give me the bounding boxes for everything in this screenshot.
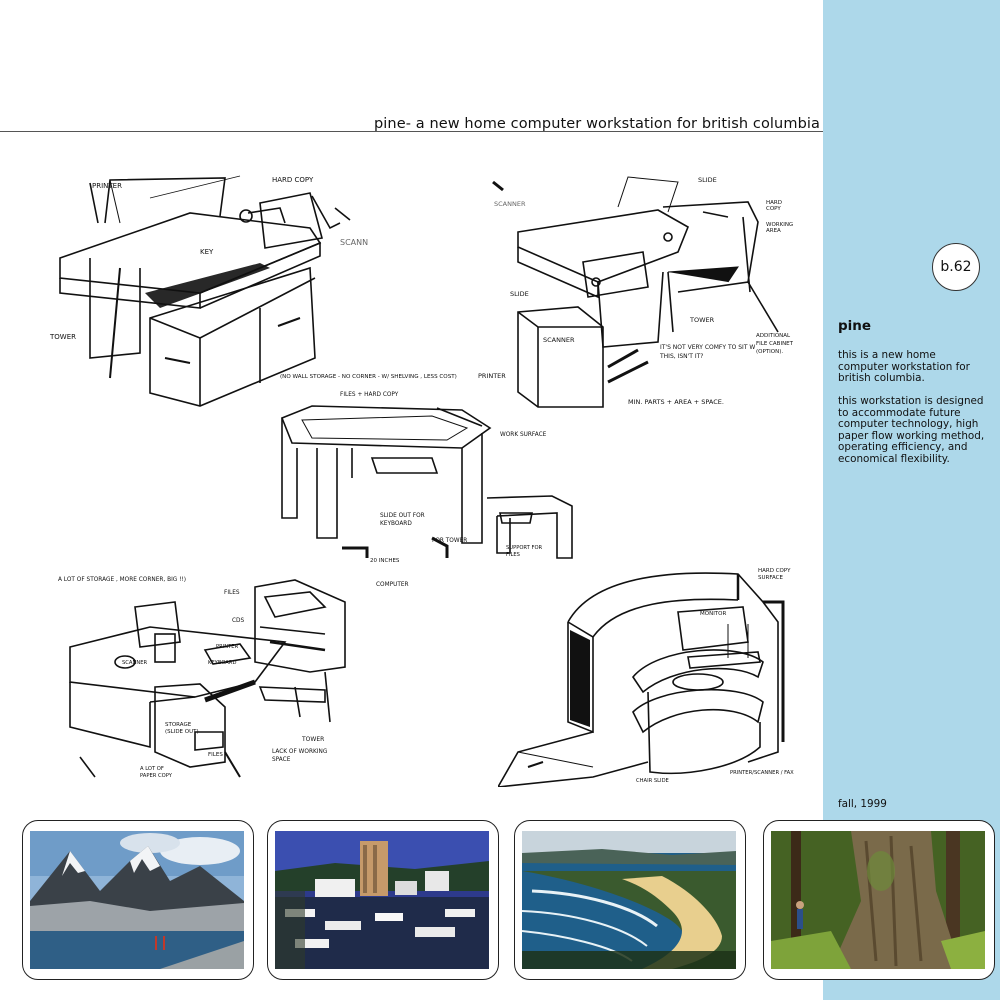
- sketch-2-tower-label: TOWER: [690, 316, 715, 324]
- sketch-4-files-label-2: FILES: [208, 752, 223, 758]
- sketch-4-storage-label: STORAGE (SLIDE OUT): [165, 722, 199, 735]
- workstation-sketch-1: [50, 168, 370, 408]
- sketch-3-files-label: FILES + HARD COPY: [340, 392, 399, 398]
- sketch-4-scanner-label: SCANNER: [122, 660, 148, 666]
- sketch-2-hardcopy-label: HARD COPY: [766, 200, 782, 212]
- sketch-4-keyboard-label: KEYBOARD: [208, 660, 237, 666]
- sketch-2-scanner-label-2: SCANNER: [543, 336, 575, 344]
- sketch-1-scan-label: SCANN: [340, 238, 369, 247]
- workstation-sketch-2: [478, 172, 793, 412]
- sketch-1-hardcopy-label: HARD COPY: [272, 176, 314, 184]
- rainforest-tree-photo: [771, 831, 985, 969]
- project-name-heading: pine: [838, 318, 872, 334]
- sketch-2-slide-label: SLIDE: [698, 176, 717, 184]
- title-divider: [0, 131, 823, 132]
- photo-frame-3: [514, 820, 746, 980]
- sketch-2-cabinet-note: ADDITIONAL FILE CABINET (OPTION).: [756, 333, 794, 355]
- harbour-city-photo: [275, 831, 489, 969]
- sketch-2-parts-note: MIN. PARTS + AREA + SPACE.: [628, 398, 724, 406]
- sketch-2-printer-label: PRINTER: [478, 372, 506, 380]
- photo-frame-4: [763, 820, 995, 980]
- sketch-2-working-area-label: WORKING AREA: [766, 222, 794, 234]
- sketch-5-chair-label: CHAIR SLIDE: [636, 778, 669, 784]
- sketch-4-computer-label: COMPUTER: [376, 582, 409, 588]
- photo-frame-2: [267, 820, 499, 980]
- sketch-3-work-surface-label: WORK SURFACE: [500, 432, 547, 438]
- page-number-badge: b.62: [932, 243, 980, 291]
- page-title: pine- a new home computer workstation fo…: [373, 116, 820, 132]
- photo-frame-1: [22, 820, 254, 980]
- workstation-sketch-5: [498, 562, 798, 787]
- sketch-3-size-label: 20 INCHES: [370, 558, 400, 564]
- sketch-3-keyboard-label: SLIDE OUT FOR KEYBOARD: [380, 513, 425, 527]
- sketch-4-paper-note: A LOT OF PAPER COPY: [140, 766, 172, 779]
- sketch-4-cds-label: CDS: [232, 618, 245, 624]
- sketch-5-surface-label: HARD COPY SURFACE: [758, 568, 791, 581]
- project-goals-text: this workstation is designed to accommod…: [838, 395, 985, 465]
- sketch-4-files-label: FILES: [224, 590, 240, 596]
- sketch-1-note: (NO WALL STORAGE - NO CORNER - W/ SHELVI…: [280, 374, 457, 380]
- sketch-4-storage-note: A LOT OF STORAGE , MORE CORNER, BIG !!): [58, 577, 187, 583]
- project-description: this is a new home computer workstation …: [838, 349, 970, 385]
- sketch-1-key-label: KEY: [200, 248, 214, 256]
- sketch-4-tower-label: TOWER: [302, 736, 325, 743]
- project-date: fall, 1999: [838, 798, 887, 810]
- sketch-4-printer-label: PRINTER: [216, 644, 239, 650]
- mountain-lake-photo: [30, 831, 244, 969]
- sketch-5-printer-label: PRINTER/SCANNER / FAX: [730, 770, 794, 776]
- sketch-3-tower-label: FOR TOWER: [432, 538, 468, 544]
- sandy-beach-photo: [522, 831, 736, 969]
- sketch-5-monitor-label: MONITOR: [700, 611, 727, 617]
- sketch-2-slide-label-2: SLIDE: [510, 290, 529, 298]
- sketch-1-tower-label: TOWER: [50, 333, 76, 341]
- sketch-4-workspace-note: LACK OF WORKING SPACE: [272, 749, 328, 763]
- sketch-1-printer-label: PRINTER: [92, 182, 122, 190]
- sketch-2-scanner-label: SCANNER: [494, 200, 526, 208]
- sketch-3-support-label: SUPPORT FOR FILES: [506, 545, 543, 558]
- sketch-2-comfort-note: IT'S NOT VERY COMFY TO SIT W THIS, ISN'T…: [660, 344, 756, 360]
- workstation-sketch-4: [55, 572, 375, 792]
- workstation-sketch-3: [272, 388, 582, 568]
